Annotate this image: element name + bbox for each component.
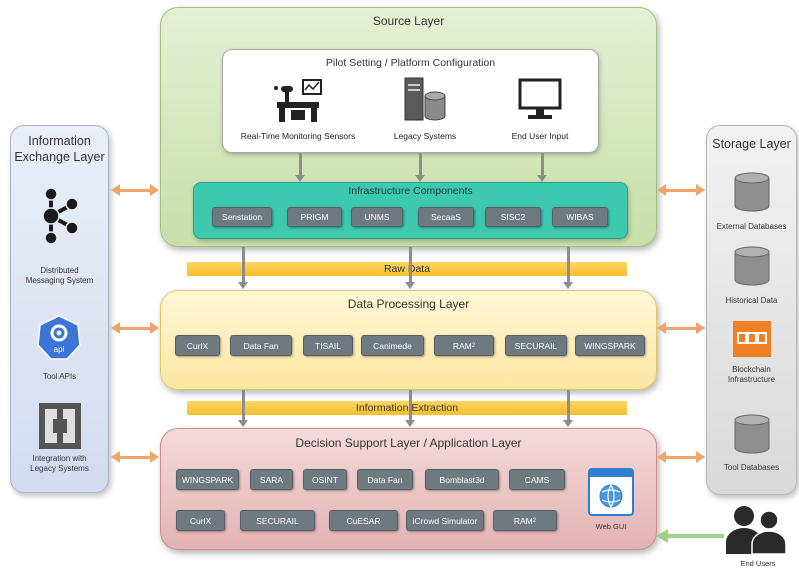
decision-support-title: Decision Support Layer / Application Lay… — [295, 436, 522, 450]
legacy-integration-label: Integration with Legacy Systems — [30, 454, 89, 473]
infrastructure-title: Infrastructure Components — [348, 185, 473, 197]
green-arrow-left — [656, 529, 724, 543]
data-processing-title: Data Processing Layer — [347, 297, 470, 311]
double-arrow — [111, 451, 159, 463]
arrow-down — [537, 153, 547, 182]
storage-layer-title: Storage Layer — [712, 137, 791, 151]
blockchain-label: Blockchain Infrastructure — [727, 365, 776, 384]
double-arrow — [657, 184, 705, 196]
arrow-down — [405, 247, 415, 289]
monitor-icon — [518, 78, 562, 119]
database-icon — [734, 246, 770, 286]
infra-chip-unms: UNMS — [351, 207, 403, 227]
infra-chip-wibas: WIBAS — [552, 207, 608, 227]
infra-chip-senstation: Senstation — [212, 207, 272, 227]
sensors-label: Real-Time Monitoring Sensors — [240, 131, 356, 141]
arrow-down — [295, 153, 305, 182]
api-icon-text: api — [54, 345, 65, 354]
double-arrow — [657, 451, 705, 463]
proc-chip-canimede: Canimede — [361, 335, 424, 356]
proc-chip-curlx: CurlX — [175, 335, 220, 356]
users-icon — [726, 506, 787, 555]
proc-chip-securail: SECURAIL — [505, 335, 567, 356]
web-gui-label: Web GUI — [595, 522, 627, 531]
api-icon: api — [37, 315, 81, 360]
dec-chip-sara: SARA — [250, 469, 293, 490]
distributed-messaging-label: Distributed Messaging System — [25, 266, 94, 285]
globe-window-icon — [588, 468, 634, 516]
external-databases-label: External Databases — [716, 222, 787, 231]
server-database-icon — [404, 77, 446, 121]
infra-chip-secaas: SecaaS — [418, 207, 474, 227]
dec-chip-icrowd: iCrowd Simulator — [406, 510, 484, 531]
raw-data-band: Raw Data — [187, 262, 627, 276]
double-arrow — [111, 184, 159, 196]
arrow-down — [563, 390, 573, 427]
arrow-down — [563, 247, 573, 289]
dec-chip-cuesar: CuESAR — [329, 510, 398, 531]
dec-chip-datafan: Data Fan — [357, 469, 413, 490]
dec-chip-bomblast3d: Bomblast3d — [425, 469, 499, 490]
dec-chip-wingspark: WINGSPARK — [176, 469, 239, 490]
information-extraction-band: Information Extraction — [187, 401, 627, 415]
legacy-integration-icon — [39, 403, 81, 449]
arrow-down — [238, 390, 248, 427]
blockchain-icon — [733, 321, 771, 357]
proc-chip-datafan: Data Fan — [230, 335, 292, 356]
dec-chip-curlx: CurlX — [176, 510, 225, 531]
pilot-setting-title: Pilot Setting / Platform Configuration — [325, 57, 496, 69]
end-user-input-label: End User Input — [511, 131, 569, 141]
proc-chip-wingspark: WINGSPARK — [575, 335, 645, 356]
dec-chip-securail: SECURAIL — [240, 510, 315, 531]
dec-chip-cams: CAMS — [509, 469, 565, 490]
dec-chip-osint: OSINT — [303, 469, 347, 490]
source-layer-title: Source Layer — [372, 14, 445, 28]
information-exchange-title: Information Exchange Layer — [14, 134, 105, 164]
database-icon — [734, 172, 770, 212]
historical-data-label: Historical Data — [725, 296, 778, 305]
arrow-down — [238, 247, 248, 289]
arrow-down — [405, 390, 415, 427]
sensor-icon — [274, 79, 322, 122]
database-icon — [734, 414, 770, 454]
kafka-icon — [42, 187, 79, 245]
end-users-label: End Users — [740, 559, 776, 568]
infra-chip-sisc2: SISC2 — [485, 207, 541, 227]
double-arrow — [111, 322, 159, 334]
legacy-systems-label: Legacy Systems — [393, 131, 457, 141]
proc-chip-tisail: TISAIL — [303, 335, 353, 356]
tool-databases-label: Tool Databases — [723, 463, 780, 472]
infra-chip-prigm: PRIGM — [287, 207, 342, 227]
tool-apis-label: Tool APIs — [42, 372, 77, 381]
arrow-down — [415, 153, 425, 182]
double-arrow — [657, 322, 705, 334]
